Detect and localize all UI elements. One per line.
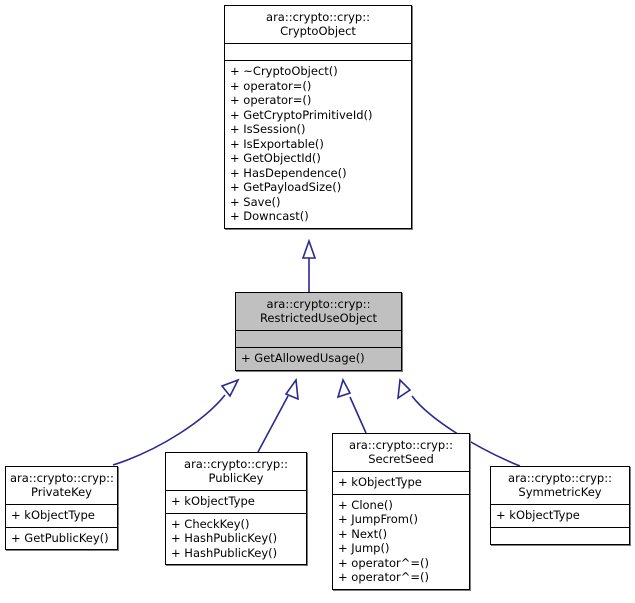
class-box-crypto-object[interactable]: ara::crypto::cryp:: CryptoObject + ~Cryp…: [224, 5, 412, 229]
class-operations-secret-seed: + Clone() + JumpFrom() + Next() + Jump()…: [333, 493, 469, 589]
operation: + Next(): [338, 526, 388, 541]
operation: + Downcast(): [230, 209, 309, 223]
inheritance-edge-secretseed-to-restricteduseobject: [336, 377, 367, 434]
class-name: RestrictedUseObject: [259, 311, 378, 325]
class-name: SecretSeed: [368, 452, 434, 466]
inheritance-edge-publickey-to-restricteduseobject: [257, 377, 299, 453]
class-title-restricted-use-object: ara::crypto::cryp:: RestrictedUseObject: [236, 293, 401, 330]
attribute: + kObjectType: [171, 494, 255, 508]
class-title-private-key: ara::crypto::cryp:: PrivateKey: [6, 467, 117, 504]
class-attributes-public-key: + kObjectType: [166, 490, 306, 513]
class-name: CryptoObject: [280, 24, 356, 38]
class-namespace: ara::crypto::cryp::: [184, 457, 288, 471]
operation: + HashPublicKey(): [171, 545, 278, 560]
attribute: + kObjectType: [11, 508, 95, 522]
class-namespace: ara::crypto::cryp::: [508, 471, 612, 485]
operation: + GetAllowedUsage(): [241, 351, 365, 365]
class-namespace: ara::crypto::cryp::: [349, 438, 453, 452]
class-title-crypto-object: ara::crypto::cryp:: CryptoObject: [225, 6, 411, 43]
operation: + IsSession(): [230, 122, 306, 136]
operation: + HashPublicKey(): [171, 531, 278, 545]
class-box-restricted-use-object[interactable]: ara::crypto::cryp:: RestrictedUseObject …: [235, 292, 402, 371]
operation: + Clone(): [338, 497, 393, 512]
class-attributes-crypto-object: [225, 43, 411, 60]
class-operations-public-key: + CheckKey() + HashPublicKey() + HashPub…: [166, 512, 306, 565]
class-title-secret-seed: ara::crypto::cryp:: SecretSeed: [333, 434, 469, 471]
class-box-secret-seed[interactable]: ara::crypto::cryp:: SecretSeed + kObject…: [332, 433, 470, 590]
operation: + JumpFrom(): [338, 512, 418, 526]
operation: + HasDependence(): [230, 165, 347, 180]
class-attributes-private-key: + kObjectType: [6, 504, 117, 527]
operation: + Save(): [230, 194, 281, 209]
class-name: PublicKey: [208, 471, 264, 485]
class-box-public-key[interactable]: ara::crypto::cryp:: PublicKey + kObjectT…: [165, 452, 307, 565]
operation: + GetObjectId(): [230, 151, 321, 165]
class-operations-crypto-object: + ~CryptoObject() + operator=() + operat…: [225, 60, 411, 228]
operation: + ~CryptoObject(): [230, 64, 338, 78]
class-name: PrivateKey: [31, 485, 92, 499]
class-operations-restricted-use-object: + GetAllowedUsage(): [236, 347, 401, 370]
attribute: + kObjectType: [338, 475, 422, 489]
class-namespace: ara::crypto::cryp::: [266, 10, 370, 24]
operation: + GetCryptoPrimitiveId(): [230, 107, 373, 122]
operation: + operator^=(): [338, 555, 429, 570]
class-attributes-symmetric-key: + kObjectType: [491, 504, 629, 527]
class-title-public-key: ara::crypto::cryp:: PublicKey: [166, 453, 306, 490]
inheritance-edge-restricteduseobject-to-cryptoobject: [301, 238, 317, 292]
operation: + Jump(): [338, 541, 390, 555]
operation: + GetPayloadSize(): [230, 180, 342, 194]
class-namespace: ara::crypto::cryp::: [10, 471, 114, 485]
operation: + operator=(): [230, 78, 312, 93]
class-operations-symmetric-key: [491, 526, 629, 544]
operation: + operator=(): [230, 93, 312, 107]
class-operations-private-key: + GetPublicKey(): [6, 526, 117, 550]
class-attributes-restricted-use-object: [236, 330, 401, 347]
operation: + operator^=(): [338, 570, 429, 584]
attribute: + kObjectType: [496, 508, 580, 522]
class-box-private-key[interactable]: ara::crypto::cryp:: PrivateKey + kObject…: [5, 466, 118, 550]
class-box-symmetric-key[interactable]: ara::crypto::cryp:: SymmetricKey + kObje…: [490, 466, 630, 545]
class-title-symmetric-key: ara::crypto::cryp:: SymmetricKey: [491, 467, 629, 504]
class-namespace: ara::crypto::cryp::: [266, 297, 371, 311]
operation: + GetPublicKey(): [11, 530, 109, 545]
class-name: SymmetricKey: [518, 485, 602, 499]
operation: + IsExportable(): [230, 136, 324, 151]
operation: + CheckKey(): [171, 516, 250, 531]
class-attributes-secret-seed: + kObjectType: [333, 471, 469, 494]
